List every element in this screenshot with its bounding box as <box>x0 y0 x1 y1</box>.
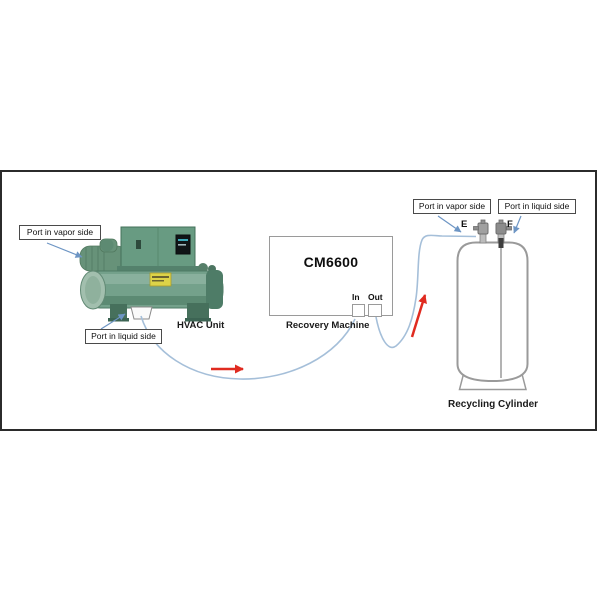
recovery-model-label: CM6600 <box>303 254 359 270</box>
recovery-machine-box: CM6600 <box>269 236 393 316</box>
hvac-vapor-port-callout: Port in vapor side <box>19 225 101 240</box>
valve-e <box>473 219 489 244</box>
cylinder-vapor-port-callout: Port in vapor side <box>413 199 491 214</box>
warning-sticker <box>149 272 172 287</box>
out-port-label: Out <box>368 292 383 302</box>
callout-arrow-cylinder-liquid-icon <box>513 215 522 234</box>
hvac-liquid-port-callout: Port in liquid side <box>85 329 162 344</box>
hvac-unit-image <box>79 226 224 322</box>
callout-arrow-hvac-liquid-icon <box>100 313 126 330</box>
in-port <box>352 304 365 317</box>
recovery-machine-caption: Recovery Machine <box>286 320 370 331</box>
out-port <box>368 304 382 317</box>
in-port-label: In <box>352 292 360 302</box>
hose-hvac-to-recovery <box>140 315 356 380</box>
recycling-cylinder-image <box>456 219 529 391</box>
hvac-liquid-port <box>130 306 153 320</box>
recycling-cylinder-caption: Recycling Cylinder <box>448 399 539 410</box>
valve-f <box>495 219 512 248</box>
cylinder-body <box>456 241 529 383</box>
flow-arrow-up-icon <box>410 294 427 338</box>
callout-arrow-hvac-vapor-icon <box>46 242 83 258</box>
cylinder-base-skirt <box>458 373 527 391</box>
valve-e-label: E <box>461 219 468 230</box>
hose-recovery-to-cylinder <box>375 234 477 349</box>
callout-arrow-cylinder-vapor-icon <box>437 215 462 233</box>
cylinder-liquid-port-callout: Port in liquid side <box>498 199 576 214</box>
hvac-unit-caption: HVAC Unit <box>177 320 225 331</box>
valve-f-label: F <box>507 219 513 230</box>
